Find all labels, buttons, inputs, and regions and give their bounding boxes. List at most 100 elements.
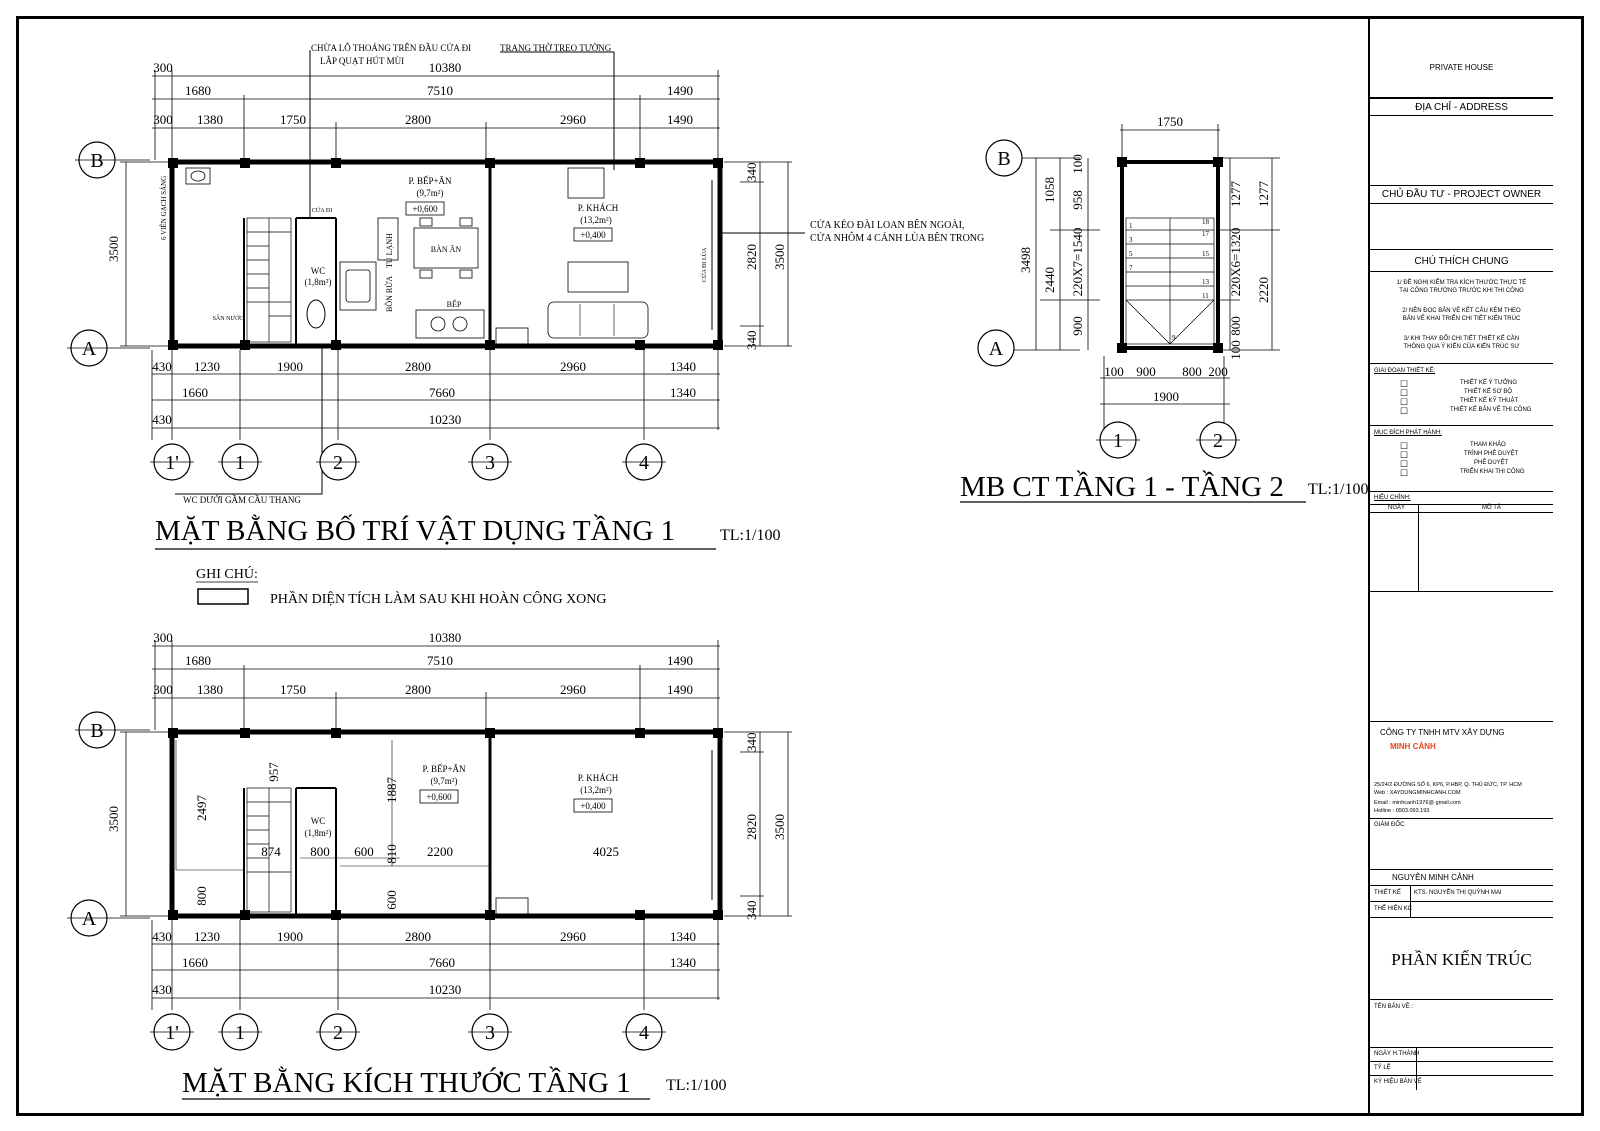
dim: 300 [153,60,173,75]
checkbox[interactable]: ☐ [1400,406,1409,416]
dim: 1230 [194,359,220,374]
dim: 1660 [182,385,208,400]
tb-company: CÔNG TY TNHH MTV XÂY DỰNG MINH CẢNH 25/2… [1370,722,1553,870]
dim: 1490 [667,653,693,668]
stair-step: 1 [1129,222,1133,230]
dim: 1490 [667,682,693,697]
divider [1418,504,1419,592]
tb-owner-row: CHỦ ĐẦU TƯ - PROJECT OWNER [1370,186,1553,204]
dim: 4025 [593,844,619,859]
tb-section: PHẦN KIẾN TRÚC [1370,918,1553,1000]
code-label: KÝ HIỆU BẢN VẼ [1374,1079,1422,1085]
dim: 7510 [427,653,453,668]
dim: 340 [744,733,759,753]
drawing-sheet [16,16,1584,1116]
checkbox[interactable]: ☐ [1400,397,1409,407]
grid-bubble-3: 3 [485,452,495,474]
dim: 1887 [384,777,399,804]
checkbox[interactable]: ☐ [1400,450,1409,460]
dim: 10230 [429,982,462,997]
dim: 1380 [197,682,223,697]
dim: 2800 [405,112,431,127]
plan1-top-dims [152,70,720,160]
dim: 1340 [670,929,696,944]
tb-phase: GIAI ĐOẠN THIẾT KẾ: ☐ THIẾT KẾ Ý TƯỞNG ☐… [1370,364,1553,426]
callout-altar: TRANG THỜ TREO TƯỜNG [500,43,612,53]
room-area-wc: (1,8m²) [305,277,332,287]
dim: 900 [1070,316,1085,336]
plan1-callout-lines [175,50,805,495]
rev-desc-header: MÔ TẢ [1482,505,1501,511]
grid-bubble-1: 1 [1113,430,1123,452]
designer-name: KTS. NGUYỄN THỊ QUỲNH MAI [1414,890,1502,896]
dim: 1340 [670,385,696,400]
room-area-wc: (1,8m²) [305,828,332,838]
dim: 340 [744,901,759,921]
stair-step: 5 [1129,250,1133,258]
room-area-living: (13,2m²) [580,215,611,225]
dim: 3500 [772,244,787,270]
tb-address-row: ĐỊA CHỈ - ADDRESS [1370,98,1553,116]
dim: 100 [1228,340,1243,360]
plan1-walls [168,158,723,350]
plan2-scale: TL:1/100 [666,1077,726,1094]
plan-2-dimensions: 300 10380 1680 7510 1490 300 1380 1750 2… [67,630,792,1100]
note-2a: 2/ NÊN ĐỌC BẢN VẼ KẾT CẤU KÈM THEO [1402,308,1521,314]
revision-title: HIỆU CHỈNH: [1374,495,1411,501]
dim: 810 [384,844,399,864]
dim: 220X7=1540 [1070,228,1085,297]
dim: 2820 [744,814,759,840]
checkbox[interactable]: ☐ [1400,441,1409,451]
dim: 1750 [280,682,306,697]
stair-step: 3 [1129,236,1133,244]
stair-step: 11 [1202,292,1209,300]
plan2-walls [168,728,723,920]
checkbox[interactable]: ☐ [1400,468,1409,478]
tb-sheet-name: TÊN BẢN VẼ : [1370,1000,1553,1048]
dim: 430 [152,359,172,374]
label-sliding-door: CỬA ĐI LÙA [700,247,708,282]
dim: 2200 [427,844,453,859]
plan2-title: MẶT BẰNG KÍCH THƯỚC TẦNG 1 [182,1065,631,1099]
tb-drafter: THỂ HIỆN KC [1370,902,1553,918]
date-label: NGÀY H.THÀNH [1374,1051,1420,1057]
room-area-kitchen: (9,7m²) [431,776,458,786]
checkbox[interactable]: ☐ [1400,379,1409,389]
section-name: PHẦN KIẾN TRÚC [1391,950,1532,969]
dim: 2440 [1042,267,1057,293]
note-3b: THÔNG QUA Ý KIẾN CỦA KIẾN TRÚC SƯ [1403,344,1520,350]
dim: 430 [152,982,172,997]
tb-scale: TỶ LỆ [1370,1062,1553,1076]
dim: 1340 [670,955,696,970]
room-label-kitchen: P. BẾP+ĂN [408,176,452,186]
checkbox[interactable]: ☐ [1400,388,1409,398]
room-level-living: +0,400 [580,801,606,811]
plan-1-furniture: 300 10380 1680 7510 1490 300 1380 1750 2… [67,42,984,550]
dim: 10230 [429,412,462,427]
purpose-item: TRIỂN KHAI THI CÔNG [1460,469,1525,475]
divider [1370,512,1553,513]
dim: 300 [153,112,173,127]
grid-bubble-1p: 1' [165,1022,179,1044]
dim: 340 [744,163,759,183]
phase-item: THIẾT KẾ KỸ THUẬT [1460,398,1519,404]
dim: 200 [1208,364,1228,379]
note-1a: 1/ ĐỀ NGHỊ KIỂM TRA KÍCH THƯỚC THỰC TẾ [1396,280,1527,286]
dim: 2820 [744,244,759,270]
stair-step: 7 [1129,264,1133,272]
room-label-kitchen: P. BẾP+ĂN [422,764,466,774]
axis-bubble-b: B [997,148,1010,170]
axis-bubble-b: B [90,720,103,742]
dim: 300 [153,682,173,697]
dim: 2220 [1256,277,1271,303]
company-logo: MINH CẢNH [1390,742,1436,751]
dim: 1058 [1042,177,1057,203]
purpose-item: PHÊ DUYỆT [1474,460,1509,466]
dim: 1900 [277,929,303,944]
dim: 800 [1182,364,1202,379]
owner-label: CHỦ ĐẦU TƯ - PROJECT OWNER [1381,189,1542,200]
dim: 1380 [197,112,223,127]
axis-bubble-a: A [82,908,97,930]
checkbox[interactable]: ☐ [1400,459,1409,469]
dim: 900 [1136,364,1156,379]
